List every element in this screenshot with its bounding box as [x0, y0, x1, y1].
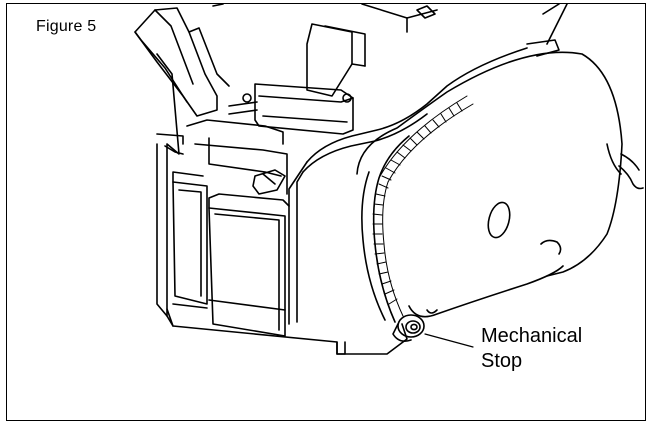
callout-line-1: Mechanical — [481, 325, 583, 347]
roller-block — [254, 83, 354, 135]
mechanical-stop-callout: Mechanical Stop — [481, 324, 582, 374]
figure-label: Figure 5 — [36, 18, 97, 35]
lid-outline — [134, 7, 218, 117]
mechanical-stop-knob — [392, 314, 425, 342]
callout-leader — [424, 333, 474, 348]
release-clip — [252, 169, 286, 195]
figure-frame: Figure 5 Mechanical Stop — [6, 3, 646, 421]
cover-hub — [487, 201, 511, 239]
side-cover-outline — [356, 51, 623, 277]
housing-shoulder — [306, 47, 528, 163]
dial-scale — [372, 95, 474, 323]
housing-front-edge — [156, 143, 168, 317]
front-panel-left — [172, 181, 208, 305]
callout-line-2: Stop — [481, 350, 523, 372]
front-panel-right — [208, 207, 286, 337]
device-line-drawing — [134, 4, 644, 355]
